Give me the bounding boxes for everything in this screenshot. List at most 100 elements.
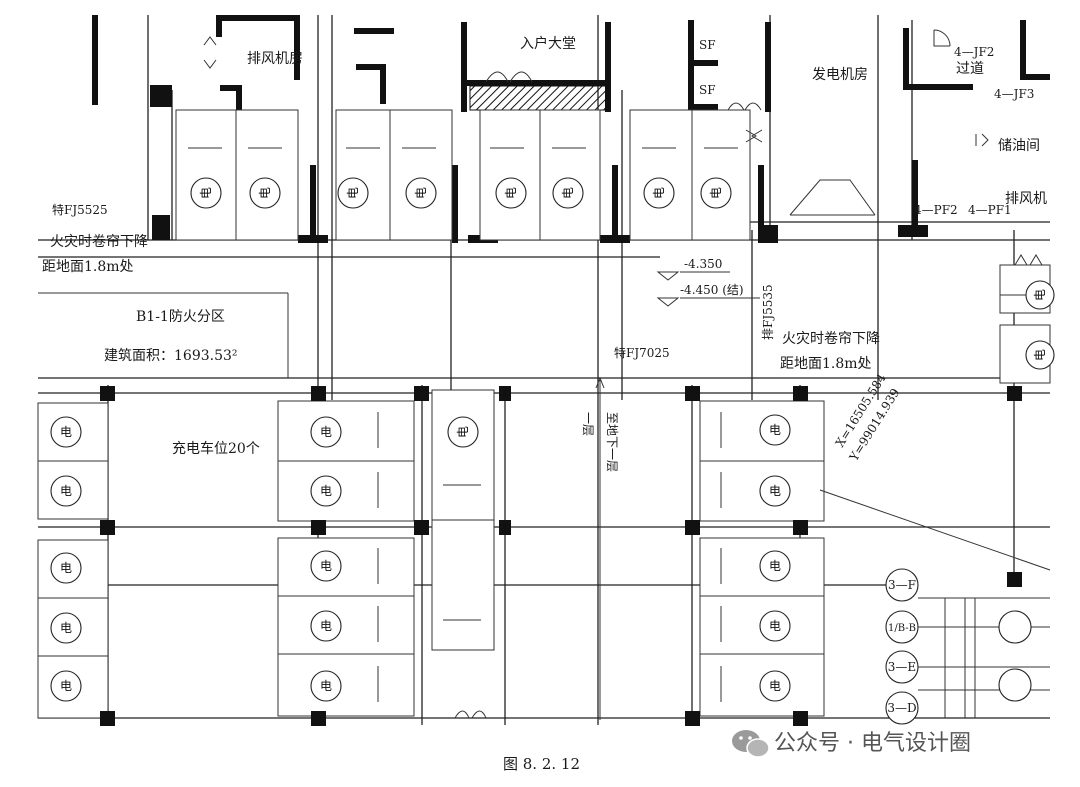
charger-icon: 电 [643, 177, 675, 209]
charger-label: 电 [320, 425, 332, 439]
watermark: 公众号 · 电气设计圈 [732, 730, 971, 758]
left-column-bays [37, 402, 109, 719]
charger-label: 电 [60, 425, 72, 439]
room-corridor: 过道 [956, 61, 984, 77]
room-generator: 发电机房 [812, 67, 868, 83]
charger-icon: 电 [50, 670, 82, 702]
charger-icon: 电 [552, 177, 584, 209]
axis-3d: 3—D [887, 701, 916, 715]
charger-icon: 电 [447, 416, 479, 448]
jf2-label: 4—JF2 [954, 45, 994, 59]
charger-label: 电 [60, 561, 72, 575]
charger-label: 电 [320, 484, 332, 498]
charger-label: 电 [769, 423, 781, 437]
fj7025-label: 特FJ7025 [614, 345, 670, 360]
charger-icon: 电 [1025, 280, 1055, 310]
charger-label: 电 [769, 484, 781, 498]
axis-3e: 3—E [888, 660, 916, 674]
charger-icon: 电 [759, 550, 791, 582]
charger-label: 电 [456, 426, 470, 438]
jf3-label: 4—JF3 [994, 87, 1034, 101]
center-left-bays [277, 400, 415, 717]
top-charger-symbols: 电 电 电 电 电 电 电 电 [190, 177, 732, 209]
room-entrance-hall: 入户大堂 [520, 35, 576, 52]
charger-icon: 电 [50, 475, 82, 507]
charger-label: 电 [414, 187, 428, 199]
stair-arrow [595, 376, 605, 720]
charger-label: 电 [709, 187, 723, 199]
charger-label: 电 [652, 187, 666, 199]
pf1-label: 4—PF1 [968, 203, 1012, 217]
charger-icon: 电 [310, 416, 342, 448]
charger-label: 电 [769, 559, 781, 573]
charger-label: 电 [320, 559, 332, 573]
charger-label: 电 [1033, 349, 1047, 361]
charger-icon: 电 [249, 177, 281, 209]
charger-icon: 电 [759, 475, 791, 507]
charger-label: 电 [199, 187, 213, 199]
charger-icon: 电 [759, 610, 791, 642]
charger-icon: 电 [337, 177, 369, 209]
charger-label: 电 [504, 187, 518, 199]
charger-label: 电 [346, 187, 360, 199]
charger-icon: 电 [495, 177, 527, 209]
watermark-text: 公众号 · 电气设计圈 [774, 731, 971, 756]
fire-zone-area: 建筑面积：1693.53² [104, 348, 238, 364]
charger-label: 电 [60, 484, 72, 498]
charger-icon: 电 [405, 177, 437, 209]
top-parking-bays [175, 109, 751, 241]
charger-icon: 电 [50, 416, 82, 448]
shutter-note-right-2: 距地面1.8m处 [780, 356, 872, 372]
door-symbols [203, 29, 1043, 719]
sf-label-1: SF [699, 38, 716, 52]
charger-icon: 电 [50, 612, 82, 644]
room-oil: 储油间 [998, 138, 1040, 154]
sf-label-2: SF [699, 83, 716, 97]
annotation-labels: 4—JF2 4—JF3 4—PF2 4—PF1 特FJ5525 火灾时卷帘下降 … [42, 45, 1034, 715]
bottom-charger-symbols: 电 电 电 电 电 电 电 电 电 电 电 电 电 电 电 电 [50, 414, 791, 702]
charger-icon: 电 [759, 414, 791, 446]
elevation-1: -4.350 [684, 257, 722, 271]
charger-icon: 电 [1025, 340, 1055, 370]
charger-label: 电 [258, 187, 272, 199]
charger-icon: 电 [310, 550, 342, 582]
charger-icon: 电 [700, 177, 732, 209]
fj5525-label: 特FJ5525 [52, 202, 108, 217]
shutter-note-left-1: 火灾时卷帘下降 [50, 233, 148, 250]
pfj5535-label: 排FJ5535 [761, 284, 775, 340]
charger-label: 电 [320, 619, 332, 633]
charger-label: 电 [1033, 289, 1047, 301]
room-exhaust: 排风机房 [247, 51, 303, 67]
fire-zone-name: B1-1防火分区 [136, 309, 225, 325]
charger-icon: 电 [310, 475, 342, 507]
axis-1b: 1/B-B [888, 623, 916, 634]
coordinate-leader [819, 489, 1051, 571]
axis-bubbles [885, 568, 1050, 725]
center-narrow-bays [431, 389, 495, 651]
charger-icon: 电 [190, 177, 222, 209]
room-labels: 排风机房 入户大堂 发电机房 过道 储油间 排风机 SF SF [247, 35, 1047, 207]
charger-label: 电 [60, 679, 72, 693]
pf2-label: 4—PF2 [914, 203, 958, 217]
generator-room-outline [789, 179, 876, 216]
stair-label-2: 至地下一层 [605, 412, 619, 472]
charger-label: 电 [769, 679, 781, 693]
right-edge-bays: 电 电 [999, 264, 1055, 384]
shutter-note-right-1: 火灾时卷帘下降 [782, 330, 880, 347]
charger-label: 电 [60, 621, 72, 635]
wechat-icon [732, 730, 770, 758]
charger-icon: 电 [310, 610, 342, 642]
elevation-2: -4.450 (结) [680, 283, 744, 297]
axis-3f: 3—F [888, 578, 916, 592]
charger-label: 电 [769, 619, 781, 633]
charger-label: 电 [561, 187, 575, 199]
charger-icon: 电 [310, 670, 342, 702]
fire-zone-box [38, 292, 289, 378]
figure-caption: 图 8. 2. 12 [503, 755, 580, 773]
structural-columns [100, 386, 1022, 726]
charger-icon: 电 [50, 552, 82, 584]
charger-label: 电 [320, 679, 332, 693]
charging-spaces-label: 充电车位20个 [172, 440, 260, 457]
shutter-note-left-2: 距地面1.8m处 [42, 259, 134, 275]
